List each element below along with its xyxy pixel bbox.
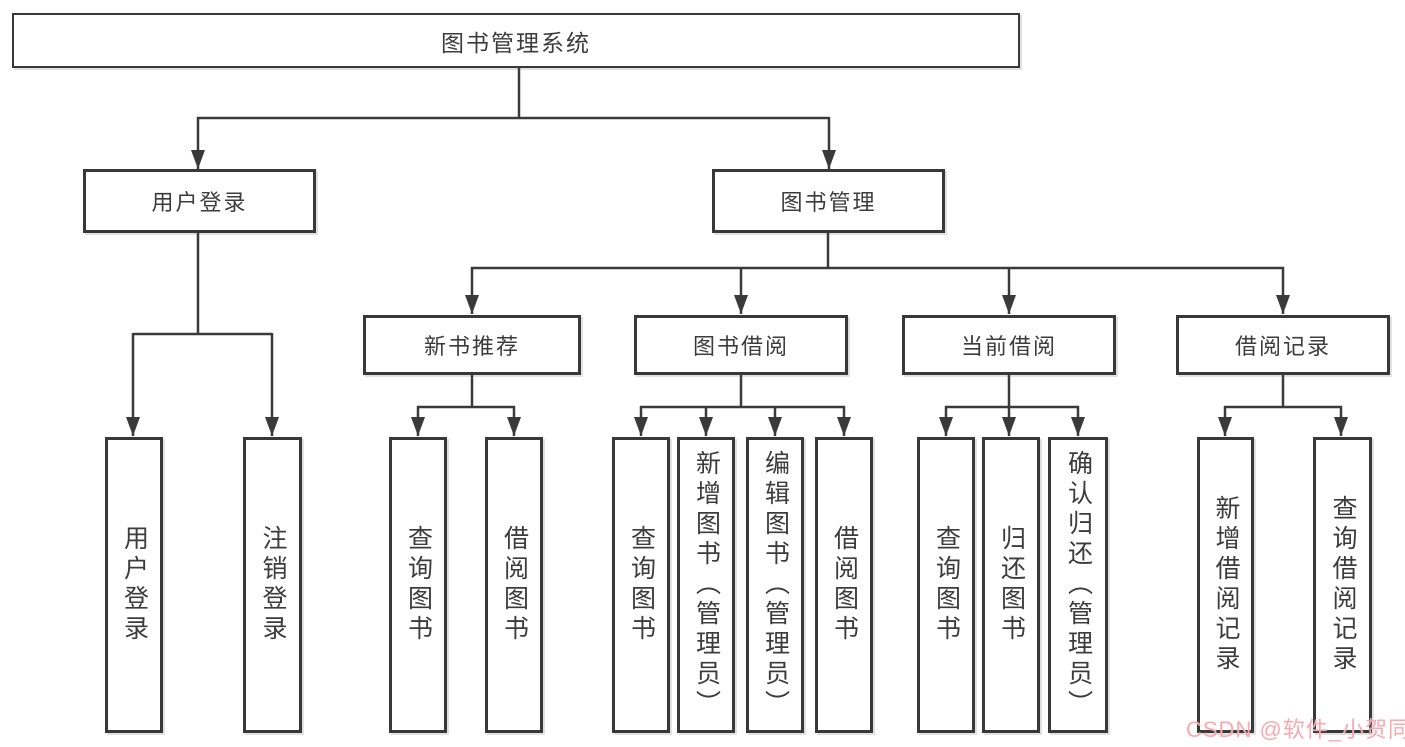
node-current-borrowing: 当前借阅 xyxy=(902,315,1116,375)
node-label: 查询图书 xyxy=(404,525,433,645)
node-book-management: 图书管理 xyxy=(712,169,945,233)
node-label: 当前借阅 xyxy=(960,334,1057,359)
leaf-borrow-books-recommend: 借阅图书 xyxy=(485,437,543,733)
node-label: 归还图书 xyxy=(997,525,1026,645)
leaf-confirm-return-admin: 确认归还（管理员） xyxy=(1048,437,1108,733)
node-label: 用户登录 xyxy=(151,190,248,215)
node-label: 用户登录 xyxy=(120,525,149,645)
node-label: 确认归还（管理员） xyxy=(1064,450,1093,720)
node-label: 借阅记录 xyxy=(1234,334,1331,359)
node-user-login: 用户登录 xyxy=(83,169,316,233)
node-label: 注销登录 xyxy=(259,525,287,645)
leaf-user-login: 用户登录 xyxy=(105,437,163,733)
node-label: 查询借阅记录 xyxy=(1329,495,1357,675)
leaf-add-borrow-record: 新增借阅记录 xyxy=(1197,437,1254,733)
csdn-watermark: CSDN @软件_小贺同学 xyxy=(1186,717,1405,742)
node-label: 借阅图书 xyxy=(830,525,859,645)
leaf-add-books-admin: 新增图书（管理员） xyxy=(677,437,735,733)
leaf-query-borrow-record: 查询借阅记录 xyxy=(1313,437,1372,733)
node-book-borrowing: 图书借阅 xyxy=(634,315,848,375)
node-label: 图书管理系统 xyxy=(441,29,591,56)
node-label: 编辑图书（管理员） xyxy=(761,450,790,720)
node-label: 图书管理 xyxy=(780,190,877,215)
node-label: 新增借阅记录 xyxy=(1212,495,1240,675)
node-label: 图书借阅 xyxy=(692,334,789,359)
node-new-book-recommendation: 新书推荐 xyxy=(363,315,581,375)
node-label: 查询图书 xyxy=(627,525,656,645)
node-label: 新书推荐 xyxy=(423,334,520,359)
node-label: 借阅图书 xyxy=(500,525,529,645)
node-library-management-system: 图书管理系统 xyxy=(12,13,1020,68)
leaf-logout: 注销登录 xyxy=(243,437,302,733)
leaf-query-books-current: 查询图书 xyxy=(917,437,975,733)
leaf-edit-books-admin: 编辑图书（管理员） xyxy=(746,437,804,733)
leaf-return-books: 归还图书 xyxy=(982,437,1040,733)
node-label: 查询图书 xyxy=(932,525,961,645)
node-borrowing-records: 借阅记录 xyxy=(1176,315,1390,375)
leaf-query-books-borrow: 查询图书 xyxy=(612,437,670,733)
leaf-borrow-books: 借阅图书 xyxy=(815,437,873,733)
leaf-query-books-recommend: 查询图书 xyxy=(389,437,447,733)
node-label: 新增图书（管理员） xyxy=(692,450,721,720)
